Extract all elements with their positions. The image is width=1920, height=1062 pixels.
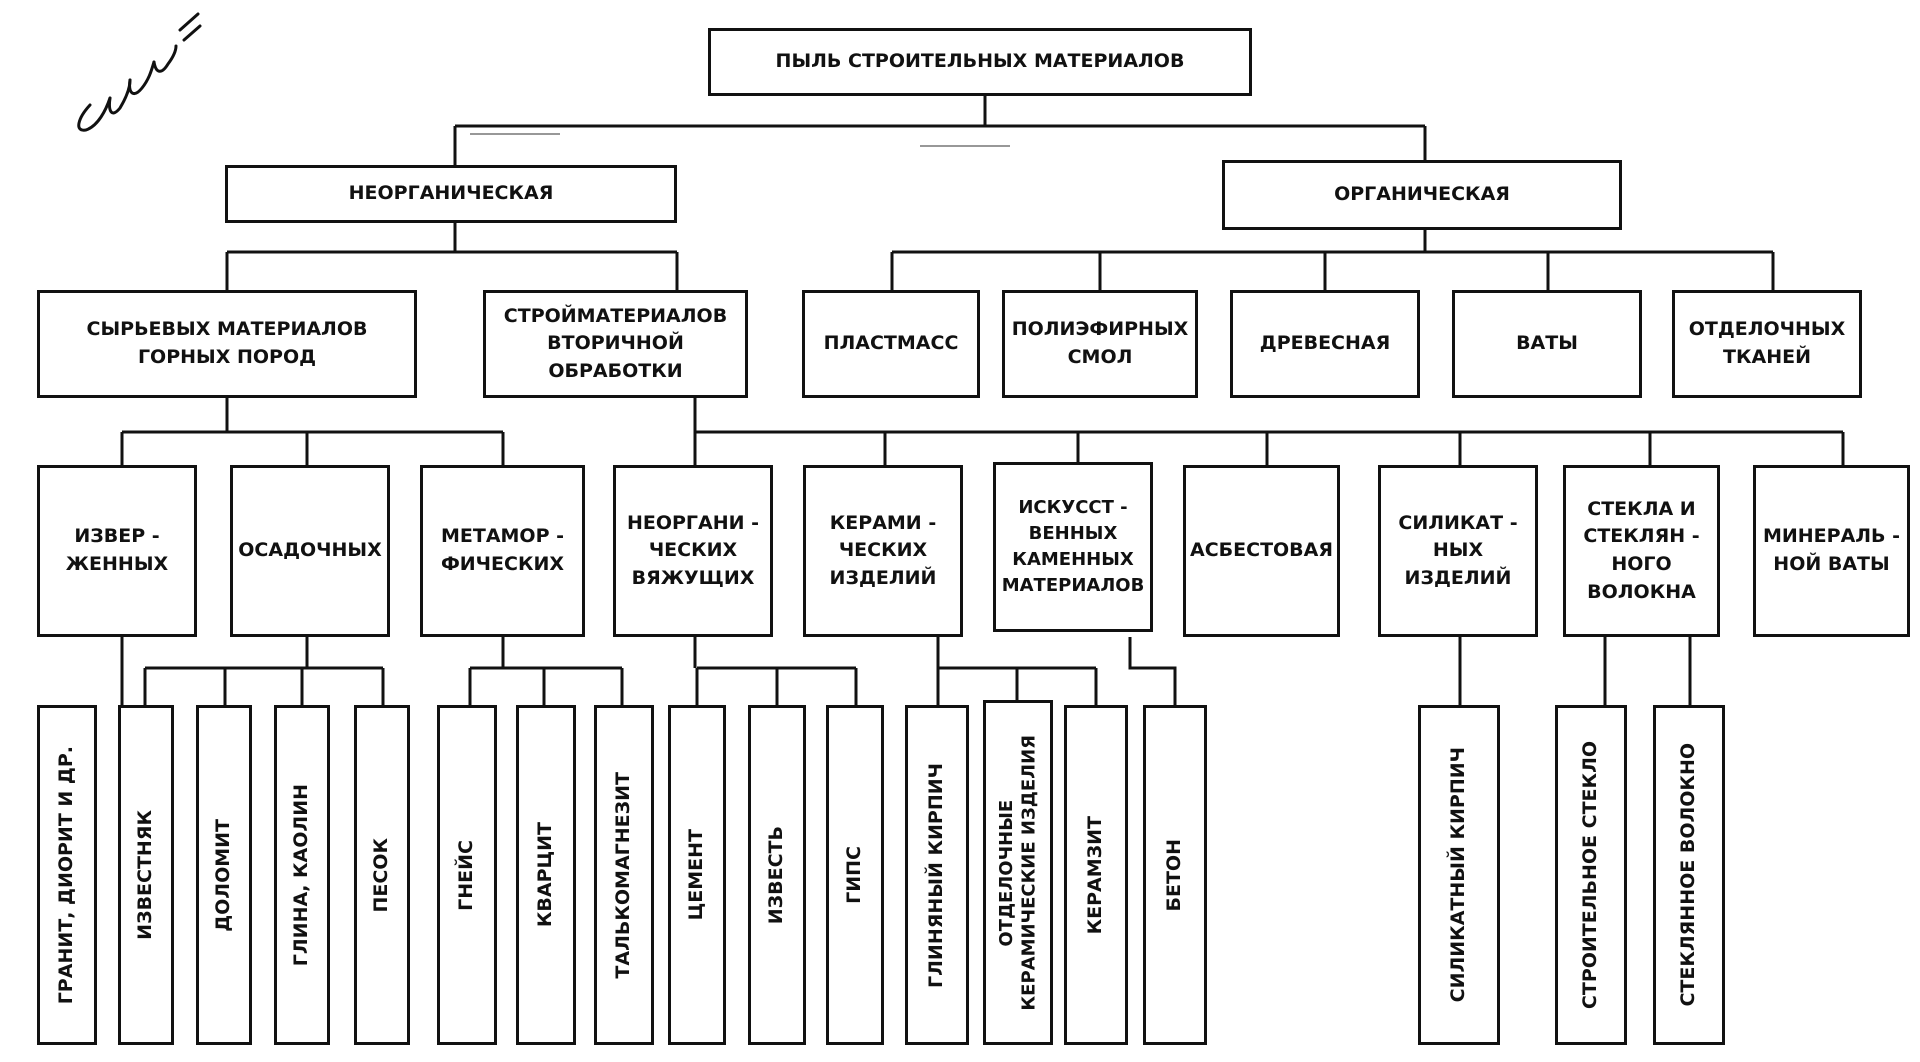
inorganic-node: НЕОРГАНИЧЕСКАЯ <box>225 165 677 223</box>
connector-secondary <box>693 398 1845 465</box>
organic-item-wood: ДРЕВЕСНАЯ <box>1230 290 1420 398</box>
connector-binders <box>693 637 858 705</box>
leaf-expanded-clay: КЕРАМЗИТ <box>1064 705 1128 1045</box>
scan-dash <box>470 133 1010 147</box>
secondary-type-ceramics: КЕРАМИ - ЧЕСКИХ ИЗДЕЛИЙ <box>803 465 963 637</box>
secondary-type-glass: СТЕКЛА И СТЕКЛЯН - НОГО ВОЛОКНА <box>1563 465 1720 637</box>
leaf-granite: ГРАНИТ, ДИОРИТ И ДР. <box>37 705 97 1045</box>
secondary-type-asbestos: АСБЕСТОВАЯ <box>1183 465 1340 637</box>
secondary-type-artificial-stone: ИСКУССТ - ВЕННЫХ КАМЕННЫХ МАТЕРИАЛОВ <box>993 462 1153 632</box>
connector-root <box>453 95 1427 165</box>
leaf-silicate-brick: СИЛИКАТНЫЙ КИРПИЧ <box>1418 705 1500 1045</box>
leaf-concrete: БЕТОН <box>1143 705 1207 1045</box>
leaf-building-glass: СТРОИТЕЛЬНОЕ СТЕКЛО <box>1555 705 1627 1045</box>
organic-item-polyester: ПОЛИЭФИРНЫХ СМОЛ <box>1002 290 1198 398</box>
rock-type-igneous: ИЗВЕР - ЖЕННЫХ <box>37 465 197 637</box>
leaf-limestone: ИЗВЕСТНЯК <box>118 705 174 1045</box>
organic-item-wadding: ВАТЫ <box>1452 290 1642 398</box>
inorganic-label: НЕОРГАНИЧЕСКАЯ <box>348 182 554 205</box>
secondary-type-binders: НЕОРГАНИ - ЧЕСКИХ ВЯЖУЩИХ <box>613 465 773 637</box>
connector-metamorphic <box>468 637 624 705</box>
connector-organic <box>890 230 1775 290</box>
rock-type-sedimentary: ОСАДОЧНЫХ <box>230 465 390 637</box>
leaf-clay-brick: ГЛИНЯНЫЙ КИРПИЧ <box>905 705 969 1045</box>
root-label: ПЫЛЬ СТРОИТЕЛЬНЫХ МАТЕРИАЛОВ <box>775 50 1185 73</box>
leaf-dolomite: ДОЛОМИТ <box>196 705 252 1045</box>
connector-raw <box>120 398 505 465</box>
rock-type-metamorphic: МЕТАМОР - ФИЧЕСКИХ <box>420 465 585 637</box>
raw-materials-label: СЫРЬЕВЫХ МАТЕРИАЛОВ ГОРНЫХ ПОРОД <box>86 318 368 368</box>
leaf-clay-kaolin: ГЛИНА, КАОЛИН <box>274 705 330 1045</box>
organic-node: ОРГАНИЧЕСКАЯ <box>1222 160 1622 230</box>
leaf-sand: ПЕСОК <box>354 705 410 1045</box>
connector-inorganic <box>225 222 679 290</box>
handwritten-mark <box>77 12 202 132</box>
secondary-type-silicate: СИЛИКАТ - НЫХ ИЗДЕЛИЙ <box>1378 465 1538 637</box>
connector-sedimentary <box>143 637 385 705</box>
leaf-cement: ЦЕМЕНТ <box>668 705 726 1045</box>
leaf-finishing-ceramics: ОТДЕЛОЧНЫЕ КЕРАМИЧЕСКИЕ ИЗДЕЛИЯ <box>983 700 1053 1045</box>
secondary-materials-label: СТРОЙМАТЕРИАЛОВ ВТОРИЧНОЙ ОБРАБОТКИ <box>503 304 728 382</box>
organic-item-fabrics: ОТДЕЛОЧНЫХ ТКАНЕЙ <box>1672 290 1862 398</box>
leaf-talcomagnesite: ТАЛЬКОМАГНЕЗИТ <box>594 705 654 1045</box>
secondary-type-mineral-wool: МИНЕРАЛЬ - НОЙ ВАТЫ <box>1753 465 1910 637</box>
secondary-materials-node: СТРОЙМАТЕРИАЛОВ ВТОРИЧНОЙ ОБРАБОТКИ <box>483 290 748 398</box>
connector-artificial-stone <box>1128 637 1177 705</box>
root-node: ПЫЛЬ СТРОИТЕЛЬНЫХ МАТЕРИАЛОВ <box>708 28 1252 96</box>
leaf-lime: ИЗВЕСТЬ <box>748 705 806 1045</box>
organic-label: ОРГАНИЧЕСКАЯ <box>1334 183 1510 206</box>
organic-item-plastics: ПЛАСТМАСС <box>802 290 980 398</box>
leaf-gneiss: ГНЕЙС <box>437 705 497 1045</box>
connector-ceramics <box>936 637 1098 705</box>
raw-materials-node: СЫРЬЕВЫХ МАТЕРИАЛОВ ГОРНЫХ ПОРОД <box>37 290 417 398</box>
leaf-gypsum: ГИПС <box>826 705 884 1045</box>
leaf-glass-fiber: СТЕКЛЯННОЕ ВОЛОКНО <box>1653 705 1725 1045</box>
leaf-quartzite: КВАРЦИТ <box>516 705 576 1045</box>
